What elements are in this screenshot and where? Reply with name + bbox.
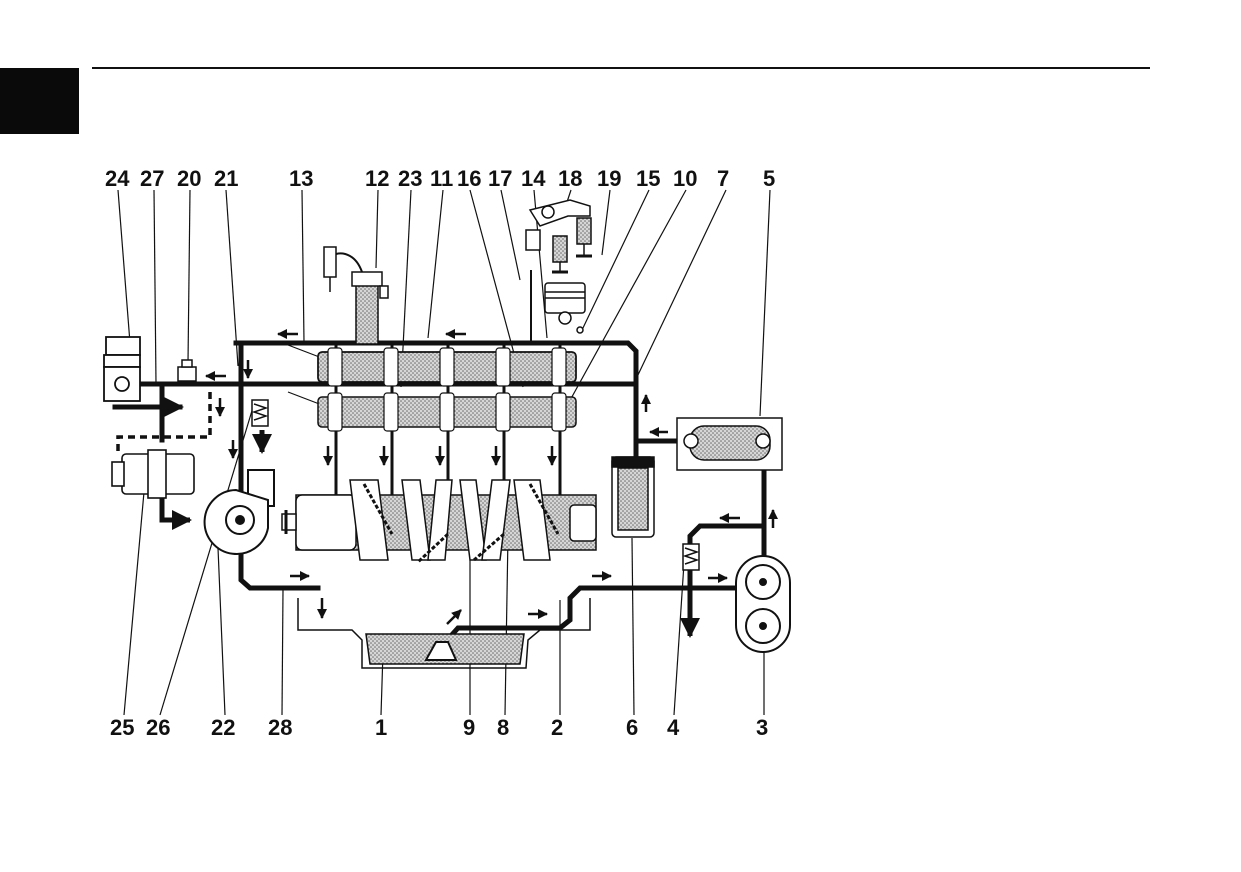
callout-1: 1 — [375, 715, 387, 740]
oil-cooler — [676, 417, 783, 471]
callout-26: 26 — [146, 715, 170, 740]
callout-14: 14 — [521, 166, 546, 191]
dashed-return — [116, 392, 212, 452]
callout-9: 9 — [463, 715, 475, 740]
hydraulic-pump — [111, 449, 195, 499]
callout-20: 20 — [177, 166, 201, 191]
relief-valves — [251, 399, 700, 571]
large-flow-arrows — [118, 397, 700, 638]
callouts-top: 24 27 20 21 13 12 23 11 16 17 14 18 19 1… — [105, 166, 775, 191]
air-compressor — [103, 336, 141, 402]
callout-17: 17 — [488, 166, 512, 191]
callout-15: 15 — [636, 166, 660, 191]
callout-21: 21 — [214, 166, 238, 191]
callouts-bottom: 25 26 22 28 1 9 8 2 6 4 3 — [110, 715, 768, 740]
oil-pump — [735, 555, 791, 653]
callout-25: 25 — [110, 715, 134, 740]
callout-22: 22 — [211, 715, 235, 740]
header-rule — [92, 67, 1150, 69]
callout-6: 6 — [626, 715, 638, 740]
oil-sump — [297, 598, 591, 669]
callout-12: 12 — [365, 166, 389, 191]
callout-13: 13 — [289, 166, 313, 191]
oil-filter — [611, 456, 655, 538]
callout-18: 18 — [558, 166, 582, 191]
callout-28: 28 — [268, 715, 292, 740]
callout-10: 10 — [673, 166, 697, 191]
lower-camshaft — [317, 392, 577, 432]
injector — [323, 246, 389, 345]
flow-arrows — [205, 329, 778, 625]
crankshaft — [281, 479, 597, 564]
upper-camshaft — [317, 347, 577, 387]
callout-23: 23 — [398, 166, 422, 191]
callout-24: 24 — [105, 166, 130, 191]
callout-11: 11 — [430, 166, 453, 191]
callout-16: 16 — [457, 166, 481, 191]
valve-train — [525, 199, 592, 334]
callout-7: 7 — [717, 166, 729, 191]
callout-27: 27 — [140, 166, 164, 191]
callout-5: 5 — [763, 166, 775, 191]
callout-3: 3 — [756, 715, 768, 740]
callout-2: 2 — [551, 715, 563, 740]
page-corner-tab — [0, 68, 79, 134]
pressure-switch — [177, 359, 197, 382]
callout-4: 4 — [667, 715, 680, 740]
turbocharger — [203, 469, 275, 555]
callout-8: 8 — [497, 715, 509, 740]
callout-19: 19 — [597, 166, 621, 191]
